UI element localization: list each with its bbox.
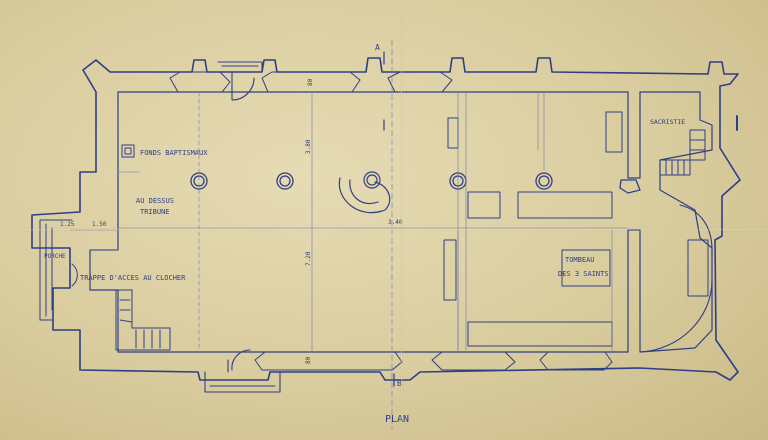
label-porche: PORCHE [44,253,66,260]
apse-curves [639,204,713,353]
plan-labels: FONDS BAPTISMAUX AU DESSUS TRIBUNE PORCH… [44,43,685,425]
label-tombeau-line1: TOMBEAU [565,256,595,264]
section-mark-a: A [375,43,380,52]
section-marks [383,51,738,387]
label-sacristie: SACRISTIE [650,118,685,126]
tower-stairs [115,289,171,351]
dimension-lines [69,39,629,431]
dim-porch-right: 1.50 [92,221,107,228]
columns [190,172,641,194]
outer-wall [31,57,741,381]
dim-center-mark: 3.40 [388,219,403,226]
bottom-wall-piers [254,351,613,371]
label-trappe: TRAPPE D'ACCES AU CLOCHER [80,274,186,282]
paper-fold-vertical [400,0,403,440]
label-tombeau-line2: DES 3 SAINTS [558,270,609,278]
dim-nave-width: 7.20 [305,251,312,266]
dim-upper-half: 3.80 [305,139,312,154]
dim-porch-left: 1.25 [60,221,75,228]
paper-fold-horizontal [0,228,768,231]
plan-title: PLAN [385,414,409,425]
spiral-stair [338,171,391,214]
dim-top-wall: 80 [307,78,314,86]
section-mark-b: B [397,379,402,388]
label-tribune-line1: AU DESSUS [136,197,174,205]
label-tribune-line2: TRIBUNE [140,208,170,216]
bottom-entry [204,349,281,393]
top-entry [217,61,263,101]
top-wall-piers [169,71,453,93]
porch-steps [39,219,73,321]
inner-wall [89,91,713,353]
sacristy-stairs [659,129,706,176]
porch-door [71,263,78,287]
label-fonts-baptismaux: FONDS BAPTISMAUX [140,149,208,157]
dim-bottom-wall: 80 [305,356,312,364]
